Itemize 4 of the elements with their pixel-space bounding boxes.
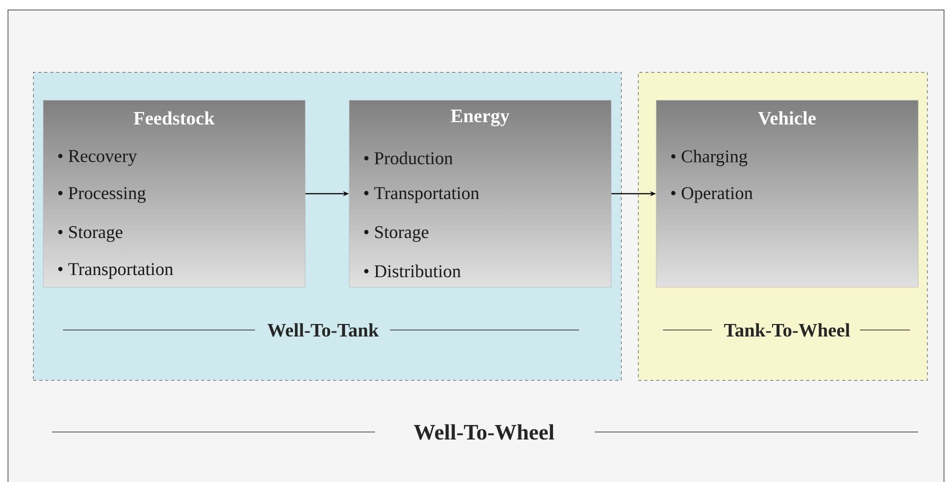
process-box: Feedstock • Recovery • Processing • Storage • Transportation [43, 100, 306, 288]
title-label: Well-To-Wheel [414, 424, 554, 440]
process-box: Vehicle • Charging • Operation [656, 100, 918, 288]
process-box: Energy • Production • Transportation • Storage • Distribution [349, 100, 612, 288]
